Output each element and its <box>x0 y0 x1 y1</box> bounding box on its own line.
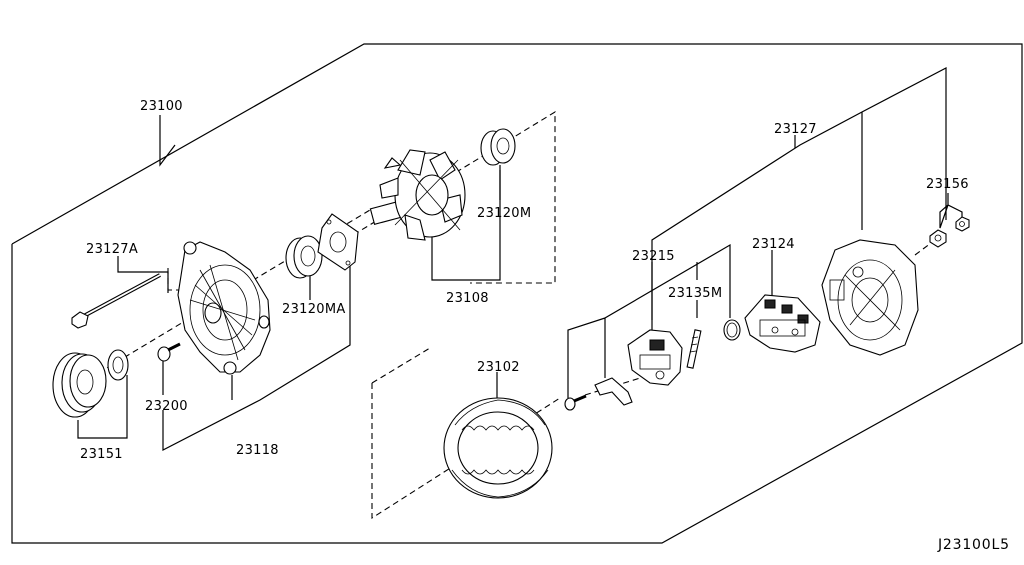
label-23127: 23127 <box>774 122 817 137</box>
label-23200: 23200 <box>145 399 188 414</box>
leader-23118 <box>162 250 351 451</box>
rear-cover <box>821 239 919 356</box>
regulator <box>627 329 683 386</box>
front-housing <box>177 241 271 375</box>
label-23120ma: 23120MA <box>282 302 346 317</box>
terminal-bracket <box>594 377 633 406</box>
dash-bolt <box>167 268 180 291</box>
label-23108: 23108 <box>446 291 489 306</box>
outer-frame <box>11 43 1023 544</box>
rear-bearing <box>480 128 516 166</box>
leader-23215 <box>567 243 731 398</box>
leader-23151 <box>77 375 128 439</box>
dash-box-stator-top <box>371 347 431 384</box>
leader-23156 <box>939 193 963 229</box>
screw <box>157 342 181 362</box>
bearing-retainer <box>317 213 359 271</box>
seal-ring <box>723 319 741 341</box>
nuts <box>929 216 970 248</box>
rotor <box>369 149 466 241</box>
label-23100: 23100 <box>140 99 183 114</box>
brush <box>686 329 702 369</box>
label-23102: 23102 <box>477 360 520 375</box>
leader-23100 <box>159 115 176 167</box>
label-23151: 23151 <box>80 447 123 462</box>
label-23215: 23215 <box>632 249 675 264</box>
label-23124: 23124 <box>752 237 795 252</box>
regulator-screw <box>564 394 587 411</box>
label-23135m: 23135M <box>668 286 722 301</box>
rectifier <box>744 294 821 353</box>
front-bearing <box>285 235 323 279</box>
through-bolt <box>71 273 161 329</box>
label-23156: 23156 <box>926 177 969 192</box>
diagram-id: J23100L5 <box>937 537 1010 553</box>
stator <box>443 397 553 499</box>
pulley <box>52 349 129 418</box>
label-23120m: 23120M <box>477 206 531 221</box>
leader-23108 <box>431 170 501 281</box>
label-23118: 23118 <box>236 443 279 458</box>
label-23127a: 23127A <box>86 242 138 257</box>
leader-23127a <box>117 256 169 293</box>
